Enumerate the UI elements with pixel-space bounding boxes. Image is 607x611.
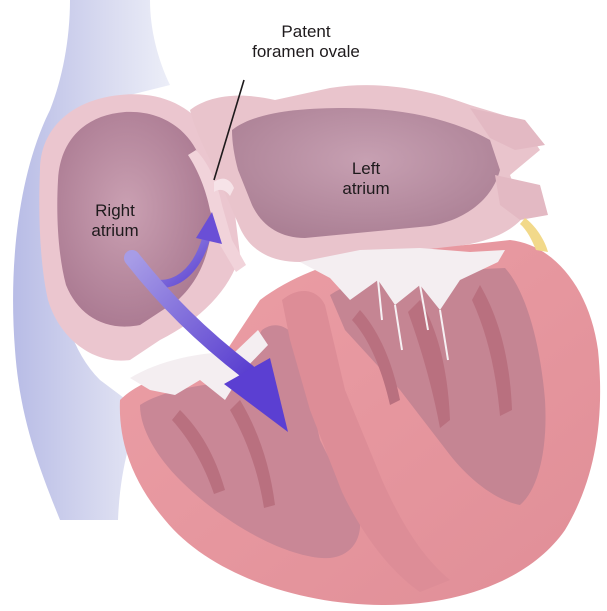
left-atrium-label-line2: atrium bbox=[318, 179, 414, 199]
patent-foramen-ovale-label: Patent foramen ovale bbox=[211, 22, 401, 62]
right-atrium-label-line1: Right bbox=[60, 201, 170, 221]
left-atrium-label: Left atrium bbox=[318, 159, 414, 199]
right-atrium-label: Right atrium bbox=[60, 201, 170, 241]
right-atrium-label-line2: atrium bbox=[60, 221, 170, 241]
patent-foramen-ovale-label-line1: Patent bbox=[211, 22, 401, 42]
patent-foramen-ovale-label-line2: foramen ovale bbox=[211, 42, 401, 62]
left-atrium-label-line1: Left bbox=[318, 159, 414, 179]
